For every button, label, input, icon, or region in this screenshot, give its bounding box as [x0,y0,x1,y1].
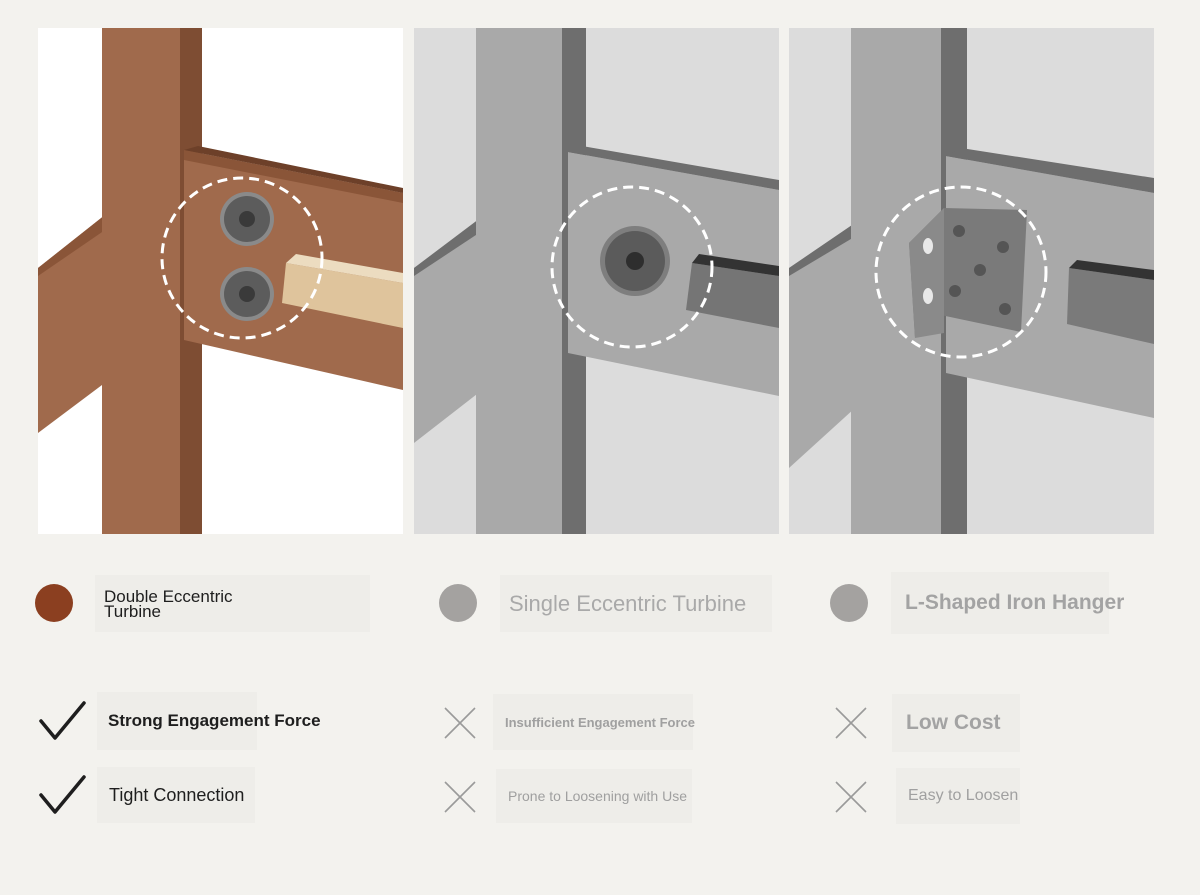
feature-box: Low Cost [892,694,1020,752]
feature-prone-to-loosening-with-use: Prone to Loosening with Use [508,788,687,804]
color-dot-single-eccentric [439,584,477,622]
feature-easy-to-loosen: Easy to Loosen [908,787,1019,804]
cross-icon [444,781,476,813]
double-eccentric-turbine-image [38,28,403,534]
option-name-box: L-Shaped Iron Hanger [891,572,1124,634]
feature-insufficient-engagement-force: Insufficient Engagement Force [505,714,695,730]
feature-box: Tight Connection [97,767,255,823]
feature-box: Easy to Loosen [896,768,1020,824]
cross-icon [835,707,867,739]
option-name-box: Single Eccentric Turbine [500,575,772,632]
feature-box: Strong Engagement Force [97,692,321,750]
feature-tight-connection: Tight Connection [109,784,245,805]
color-dot-l-shaped-hanger [830,584,868,622]
feature-strong-engagement-force: Strong Engagement Force [108,711,321,730]
color-dot-double-eccentric [35,584,73,622]
feature-box: Prone to Loosening with Use [496,769,692,823]
option-name-single-eccentric-turbine: Single Eccentric Turbine [509,590,747,616]
cross-icon [444,707,476,739]
single-eccentric-turbine-image [414,28,779,534]
option-name-box: Double Eccentric Turbine [95,575,370,632]
turbine-top [220,192,274,246]
option-name-l-shaped-iron-hanger: L-Shaped Iron Hanger [905,591,1125,614]
feature-low-cost: Low Cost [906,711,1001,734]
check-icon [39,775,86,814]
option-name-double-eccentric-turbine: Double Eccentric Turbine [104,586,233,621]
cross-icon [835,781,867,813]
check-icon [39,701,86,740]
l-shaped-iron-hanger-image [789,28,1154,534]
feature-box: Insufficient Engagement Force [493,694,695,750]
